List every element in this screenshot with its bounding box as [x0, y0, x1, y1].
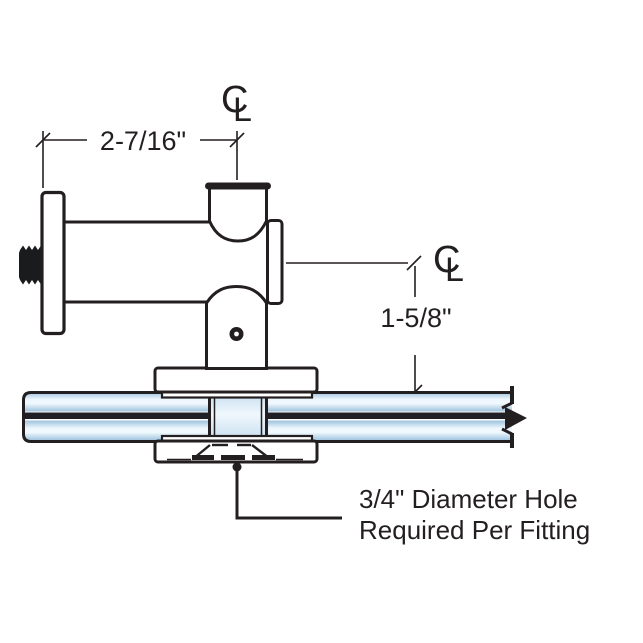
centerline-c: C — [433, 239, 460, 281]
leader-line — [232, 462, 342, 520]
lower-stem-cylinder — [205, 284, 268, 370]
set-screw-hole-center — [234, 331, 239, 337]
centerline-l: L — [445, 251, 464, 289]
tick-mark — [406, 255, 422, 271]
glass-break-arrow — [501, 386, 527, 448]
dimension-horizontal-label: 2-7/16" — [100, 126, 186, 156]
countersink-hidden-lines — [167, 443, 303, 461]
annotation-line1: 3/4" Diameter Hole — [359, 484, 578, 514]
centerline-symbol-top: C L — [221, 79, 252, 129]
dimension-horizontal — [35, 131, 245, 188]
annotation-line2: Required Per Fitting — [359, 515, 590, 545]
through-glass-sleeve — [208, 391, 268, 443]
centerline-symbol-right: C L — [433, 239, 464, 289]
glass-clamp-plate-top — [153, 366, 319, 394]
threaded-stud — [19, 245, 44, 285]
glass-outline — [22, 391, 512, 443]
centerline-l: L — [233, 91, 252, 129]
top-port-cylinder — [205, 182, 271, 243]
dimension-vertical-label: 1-5/8" — [380, 303, 451, 333]
tick-mark — [35, 132, 51, 148]
top-port-lip — [205, 182, 271, 190]
wall-flange — [40, 190, 66, 336]
body-end-cap — [266, 219, 284, 305]
tick-mark — [229, 132, 245, 148]
leader-dot — [232, 462, 242, 472]
centerline-c: C — [221, 79, 248, 121]
